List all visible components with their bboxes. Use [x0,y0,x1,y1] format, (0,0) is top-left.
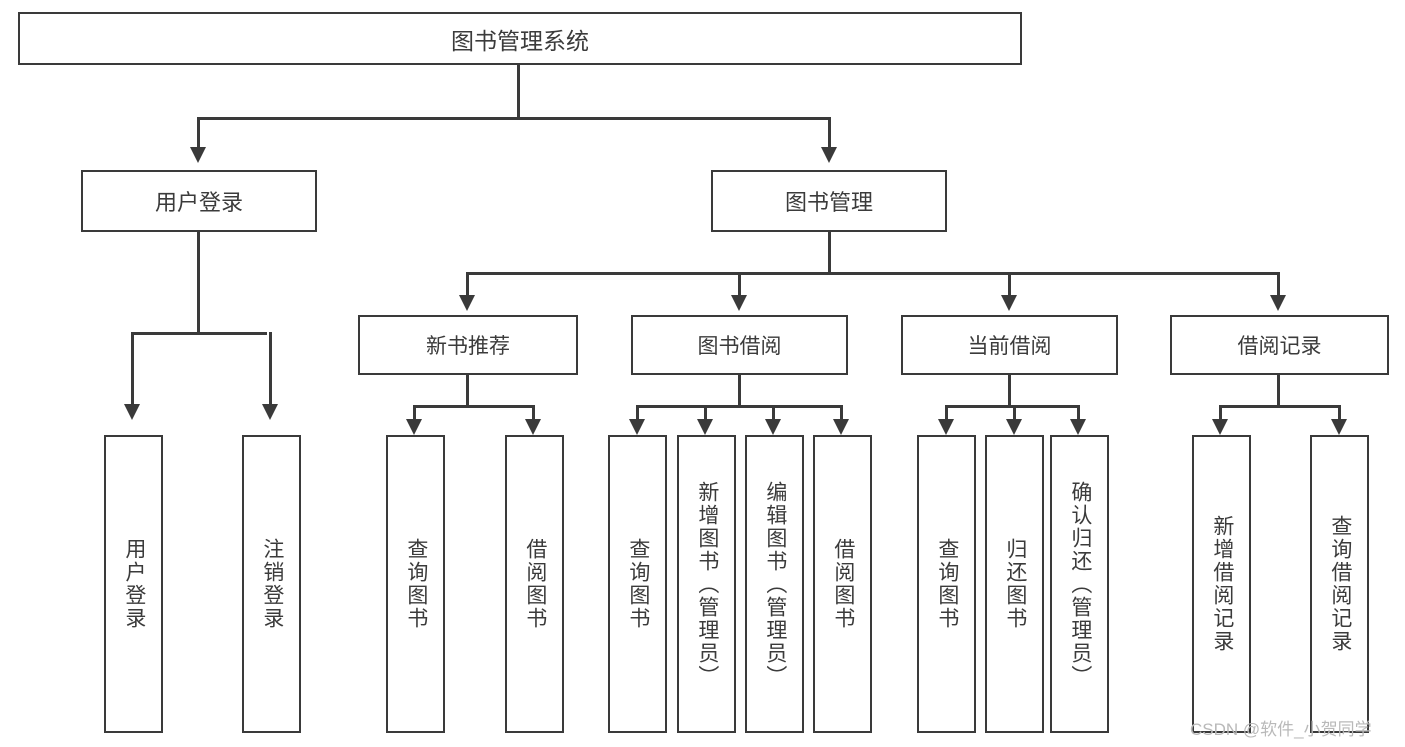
leaf-user-login-1-label: 用户登录 [122,538,146,630]
leaf-current-borrow-1[interactable]: 查询图书 [917,435,976,733]
connector-borrow-record-bar [1219,405,1341,408]
connector-new-book-drop-2 [532,405,535,419]
connector-book-borrow-stem [738,375,741,407]
arrow-to-new-book-recommend [459,295,475,311]
leaf-borrow-record-1[interactable]: 新增借阅记录 [1192,435,1251,733]
connector-root-drop-1 [197,117,200,147]
connector-user-login-stem [197,232,200,334]
leaf-book-borrow-4-label: 借阅图书 [831,538,855,630]
leaf-book-borrow-2[interactable]: 新增图书（管理员） [677,435,736,733]
node-user-login[interactable]: 用户登录 [81,170,317,232]
connector-root-drop-2 [828,117,831,147]
node-root-system-label: 图书管理系统 [451,27,589,54]
arrow-current-borrow-leaf-3 [1070,419,1086,435]
connector-book-manage-drop-3 [1008,272,1011,295]
node-book-borrow-label: 图书借阅 [697,335,782,358]
arrow-user-login-leaf-1 [124,404,140,420]
leaf-book-borrow-1[interactable]: 查询图书 [608,435,667,733]
arrow-book-borrow-leaf-2 [697,419,713,435]
arrow-borrow-record-leaf-2 [1331,419,1347,435]
node-book-manage-label: 图书管理 [784,190,873,215]
leaf-borrow-record-1-label: 新增借阅记录 [1210,515,1234,653]
connector-book-manage-drop-2 [738,272,741,295]
leaf-book-borrow-4[interactable]: 借阅图书 [813,435,872,733]
connector-book-manage-stem [828,232,831,274]
node-user-login-label: 用户登录 [154,190,243,215]
leaf-new-book-1[interactable]: 查询图书 [386,435,445,733]
arrow-new-book-leaf-1 [406,419,422,435]
leaf-user-login-1[interactable]: 用户登录 [104,435,163,733]
arrow-to-current-borrow [1001,295,1017,311]
leaf-current-borrow-2-label: 归还图书 [1003,538,1027,630]
connector-new-book-bar [413,405,535,408]
node-new-book-recommend-label: 新书推荐 [426,335,510,358]
leaf-new-book-2[interactable]: 借阅图书 [505,435,564,733]
leaf-borrow-record-2[interactable]: 查询借阅记录 [1310,435,1369,733]
leaf-user-login-2-label: 注销登录 [260,538,284,630]
connector-current-borrow-bar [945,405,1080,408]
connector-new-book-drop-1 [413,405,416,419]
connector-user-login-bar [131,332,267,335]
connector-book-manage-drop-4 [1277,272,1280,295]
node-borrow-record[interactable]: 借阅记录 [1170,315,1389,375]
node-book-manage[interactable]: 图书管理 [711,170,947,232]
leaf-book-borrow-3[interactable]: 编辑图书（管理员） [745,435,804,733]
connector-book-manage-bar [466,272,1280,275]
arrow-user-login-leaf-2 [262,404,278,420]
connector-book-borrow-drop-1 [636,405,639,419]
connector-book-manage-drop-1 [466,272,469,295]
leaf-current-borrow-2[interactable]: 归还图书 [985,435,1044,733]
node-current-borrow-label: 当前借阅 [967,335,1052,358]
arrow-to-borrow-record [1270,295,1286,311]
arrow-borrow-record-leaf-1 [1212,419,1228,435]
node-new-book-recommend[interactable]: 新书推荐 [358,315,578,375]
node-root-system[interactable]: 图书管理系统 [18,12,1022,65]
watermark: CSDN @软件_小贺同学 [1190,720,1372,739]
leaf-book-borrow-2-label: 新增图书（管理员） [695,480,719,688]
arrow-to-book-borrow [731,295,747,311]
arrow-book-borrow-leaf-1 [629,419,645,435]
connector-user-login-drop-2 [269,332,272,404]
connector-borrow-record-drop-1 [1219,405,1222,419]
node-book-borrow[interactable]: 图书借阅 [631,315,848,375]
arrow-root-to-book-manage [821,147,837,163]
leaf-new-book-2-label: 借阅图书 [523,538,547,630]
arrow-book-borrow-leaf-4 [833,419,849,435]
connector-book-borrow-drop-4 [840,405,843,419]
connector-book-borrow-drop-2 [704,405,707,419]
leaf-new-book-1-label: 查询图书 [404,538,428,630]
node-borrow-record-label: 借阅记录 [1237,335,1322,358]
connector-current-borrow-stem [1008,375,1011,407]
leaf-current-borrow-3[interactable]: 确认归还（管理员） [1050,435,1109,733]
leaf-book-borrow-3-label: 编辑图书（管理员） [763,480,787,688]
connector-book-borrow-bar [636,405,843,408]
connector-current-borrow-drop-3 [1077,405,1080,419]
leaf-borrow-record-2-label: 查询借阅记录 [1328,515,1352,653]
connector-current-borrow-drop-2 [1013,405,1016,419]
arrow-current-borrow-leaf-2 [1006,419,1022,435]
arrow-root-to-user-login [190,147,206,163]
connector-root-bar [197,117,831,120]
arrow-current-borrow-leaf-1 [938,419,954,435]
leaf-current-borrow-1-label: 查询图书 [935,538,959,630]
leaf-current-borrow-3-label: 确认归还（管理员） [1068,480,1092,688]
connector-borrow-record-drop-2 [1338,405,1341,419]
arrow-book-borrow-leaf-3 [765,419,781,435]
connector-current-borrow-drop-1 [945,405,948,419]
connector-borrow-record-stem [1277,375,1280,407]
arrow-new-book-leaf-2 [525,419,541,435]
connector-user-login-drop-1 [131,332,134,404]
leaf-user-login-2[interactable]: 注销登录 [242,435,301,733]
connector-new-book-stem [466,375,469,407]
node-current-borrow[interactable]: 当前借阅 [901,315,1118,375]
connector-book-borrow-drop-3 [772,405,775,419]
leaf-book-borrow-1-label: 查询图书 [626,538,650,630]
connector-root-stem [517,65,520,119]
